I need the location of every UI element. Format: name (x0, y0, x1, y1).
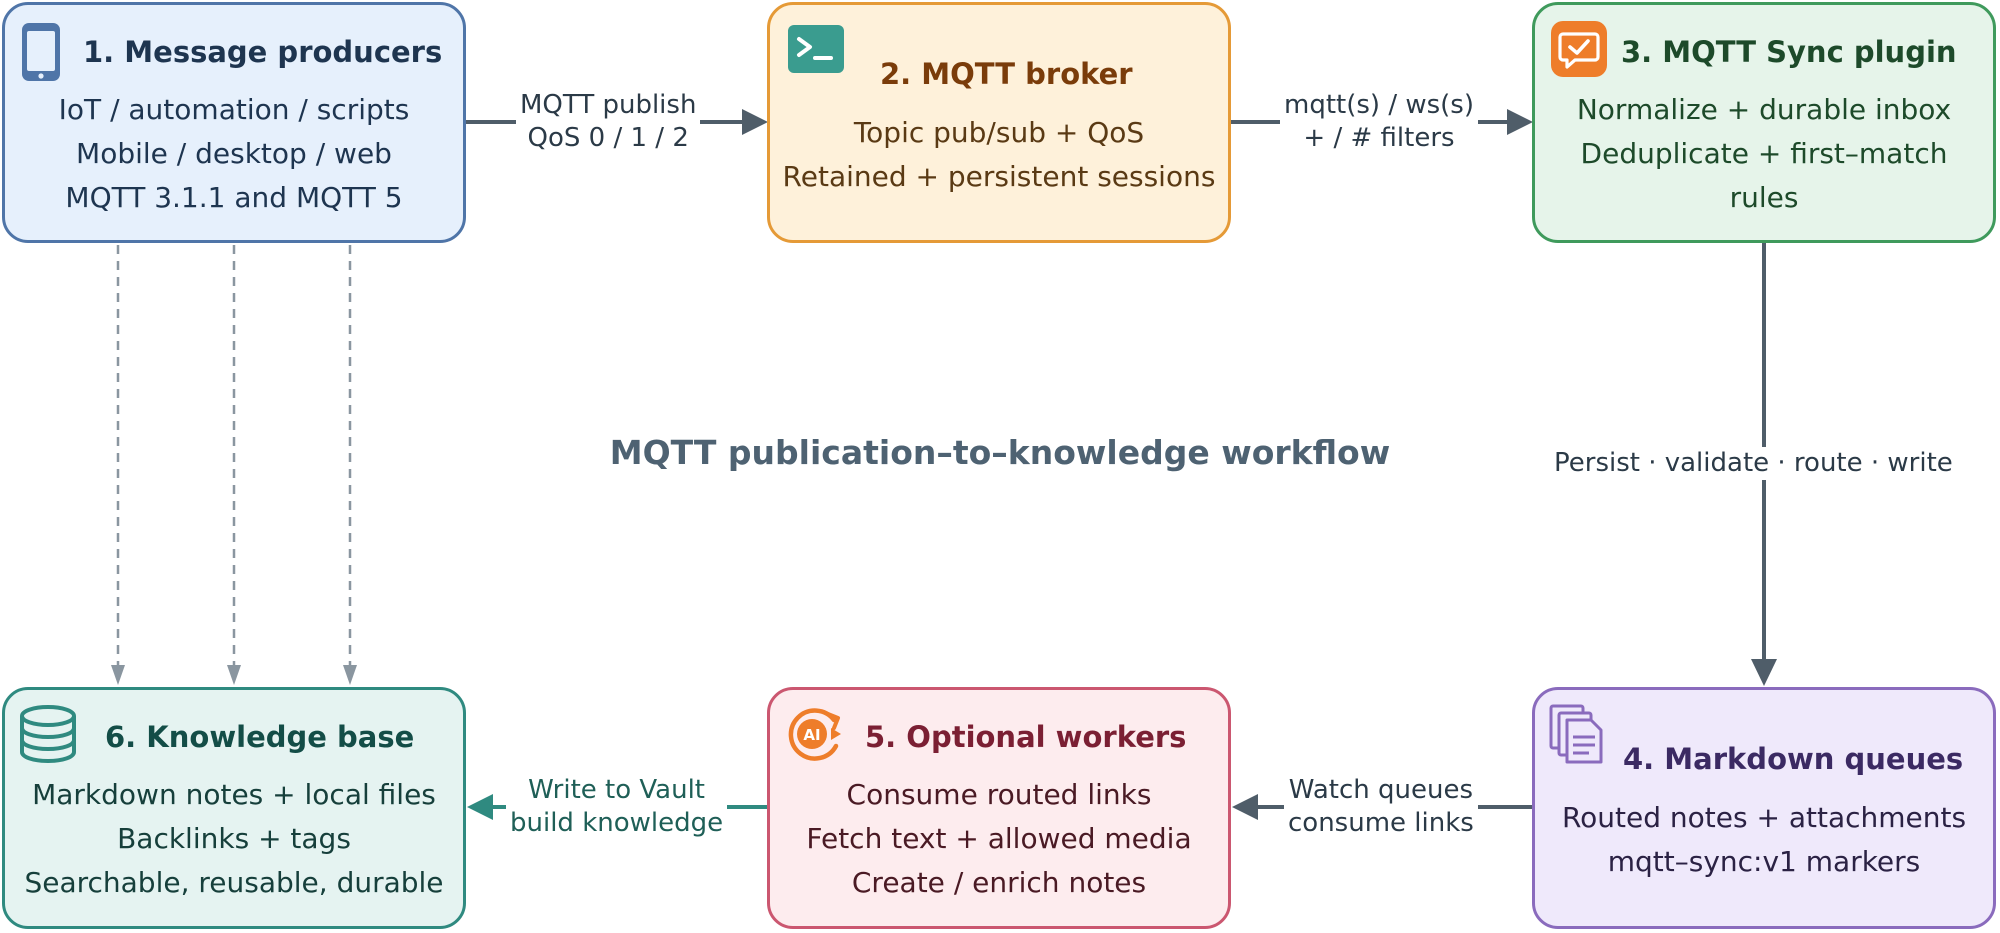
edge-label-plugin-to-queues: Persist · validate · route · write (1550, 447, 1957, 480)
edge-label-producers-to-broker: MQTT publish QoS 0 / 1 / 2 (516, 89, 701, 155)
diagram-title: MQTT publication–to–knowledge workflow (609, 433, 1391, 472)
terminal-icon (788, 25, 844, 73)
edge-label-line: QoS 0 / 1 / 2 (527, 123, 689, 153)
documents-icon (1549, 704, 1603, 764)
chat-check-icon (1551, 21, 1607, 77)
edge-label-queues-to-workers: Watch queues consume links (1284, 774, 1478, 840)
dashed-arrow-producers-to-knowledge-2 (227, 245, 241, 685)
node-line: Markdown notes + local files (32, 778, 436, 811)
edge-label-line: Write to Vault (528, 775, 705, 805)
node-message-producers: 1. Message producers IoT / automation / … (2, 2, 466, 243)
node-body: Markdown notes + local files Backlinks +… (5, 773, 463, 905)
edge-label-line: Watch queues (1288, 775, 1474, 805)
node-title: 1. Message producers (83, 35, 443, 69)
node-body: Normalize + durable inbox Deduplicate + … (1535, 88, 1993, 220)
dashed-arrow-producers-to-knowledge-3 (343, 245, 357, 685)
node-knowledge-base: 6. Knowledge base Markdown notes + local… (2, 687, 466, 929)
node-line: IoT / automation / scripts (58, 93, 410, 126)
node-line: Consume routed links (846, 778, 1152, 811)
edge-label-workers-to-knowledge: Write to Vault build knowledge (506, 774, 728, 840)
edge-label-line: Persist · validate · route · write (1554, 448, 1953, 478)
node-line: mqtt–sync:v1 markers (1607, 845, 1921, 878)
node-title: 5. Optional workers (865, 720, 1187, 754)
node-title: 4. Markdown queues (1623, 742, 1964, 776)
node-line: Create / enrich notes (851, 866, 1147, 899)
edge-label-line: + / # filters (1303, 123, 1455, 153)
node-line: Backlinks + tags (117, 822, 351, 855)
node-body: Routed notes + attachments mqtt–sync:v1 … (1535, 796, 1993, 884)
svg-text:AI: AI (803, 726, 820, 744)
node-title: 6. Knowledge base (105, 720, 415, 754)
node-optional-workers: AI 5. Optional workers Consume routed li… (767, 687, 1231, 929)
edge-label-line: MQTT publish (520, 90, 697, 120)
edge-label-line: mqtt(s) / ws(s) (1284, 90, 1474, 120)
node-title: 2. MQTT broker (880, 57, 1133, 91)
node-line: Topic pub/sub + QoS (853, 116, 1145, 149)
node-title: 3. MQTT Sync plugin (1621, 35, 1957, 69)
node-mqtt-sync-plugin: 3. MQTT Sync plugin Normalize + durable … (1532, 2, 1996, 243)
node-line: Normalize + durable inbox (1576, 93, 1952, 126)
node-line: Mobile / desktop / web (76, 137, 392, 170)
node-body: IoT / automation / scripts Mobile / desk… (5, 88, 463, 220)
node-line: Routed notes + attachments (1561, 801, 1967, 834)
edge-label-broker-to-plugin: mqtt(s) / ws(s) + / # filters (1280, 89, 1478, 155)
node-line: Retained + persistent sessions (782, 160, 1216, 193)
node-body: Consume routed links Fetch text + allowe… (770, 773, 1228, 905)
node-line: rules (1729, 181, 1799, 214)
ai-worker-icon: AI (788, 708, 841, 761)
edge-label-line: build knowledge (510, 808, 724, 838)
node-line: Fetch text + allowed media (806, 822, 1192, 855)
mobile-phone-icon (22, 23, 60, 81)
node-line: Searchable, reusable, durable (24, 866, 444, 899)
node-line: MQTT 3.1.1 and MQTT 5 (65, 181, 403, 214)
edge-label-line: consume links (1288, 808, 1474, 838)
database-icon (20, 705, 76, 764)
node-line: Deduplicate + first–match (1580, 137, 1948, 170)
node-markdown-queues: 4. Markdown queues Routed notes + attach… (1532, 687, 1996, 929)
node-body: Topic pub/sub + QoS Retained + persisten… (770, 111, 1228, 199)
node-mqtt-broker: 2. MQTT broker Topic pub/sub + QoS Retai… (767, 2, 1231, 243)
dashed-arrow-producers-to-knowledge-1 (111, 245, 125, 685)
